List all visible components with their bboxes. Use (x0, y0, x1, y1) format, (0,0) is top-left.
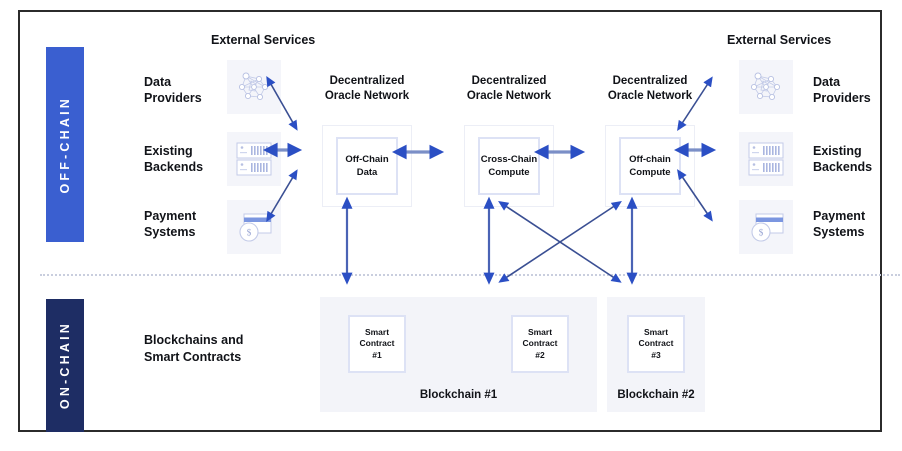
credit-card-dollar-icon: $ (751, 213, 784, 242)
server-rack-icon (748, 142, 784, 176)
external-services-left-heading: External Services (211, 33, 316, 47)
band-onchain-label: ON-CHAIN (58, 321, 72, 410)
blockchain-2-name: Blockchain #2 (617, 389, 695, 401)
server-rack-icon (236, 142, 272, 176)
tile-payment-systems-right: $ (739, 200, 793, 254)
band-offchain: OFF-CHAIN (46, 47, 84, 242)
tile-existing-backends-right (739, 132, 793, 186)
svg-text:$: $ (247, 228, 252, 238)
tile-data-providers-left (227, 60, 281, 114)
diagram-frame: OFF-CHAIN ON-CHAIN External Services Ext… (18, 10, 900, 432)
band-offchain-label: OFF-CHAIN (58, 95, 72, 194)
tile-existing-backends-left (227, 132, 281, 186)
tile-data-providers-right (739, 60, 793, 114)
external-services-right-heading: External Services (727, 33, 832, 47)
svg-text:$: $ (759, 228, 764, 238)
credit-card-dollar-icon: $ (239, 213, 272, 242)
band-onchain: ON-CHAIN (46, 299, 84, 432)
tile-payment-systems-left: $ (227, 200, 281, 254)
offchain-onchain-divider (40, 274, 900, 276)
network-mesh-icon (750, 72, 781, 101)
blockchain-1-name: Blockchain #1 (419, 389, 498, 401)
network-mesh-icon (238, 72, 269, 101)
